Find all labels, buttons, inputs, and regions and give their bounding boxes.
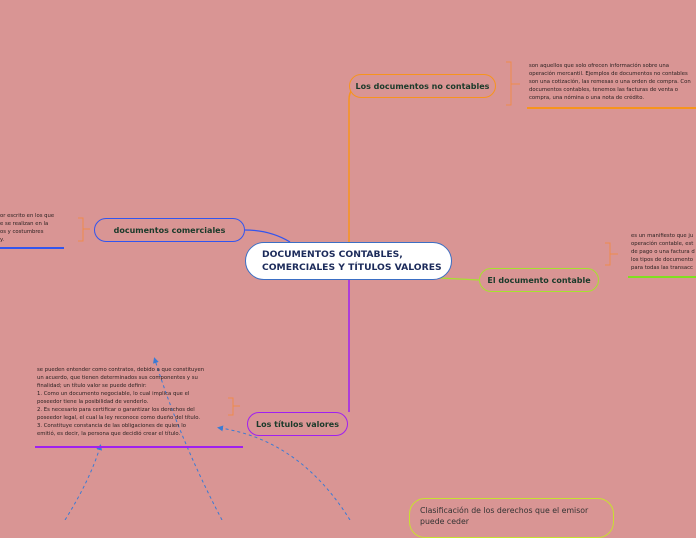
topic-no-contables[interactable]: Los documentos no contables xyxy=(349,74,496,98)
central-title-line2: COMERCIALES Y TÍTULOS VALORES xyxy=(262,262,442,273)
bracket-comerciales xyxy=(78,217,90,242)
topic-label: Los títulos valores xyxy=(256,419,339,429)
dashed-arrow-1 xyxy=(217,425,351,520)
link-no-contables xyxy=(348,85,363,242)
topic-clasificacion-derechos[interactable]: Clasificación de los derechos que el emi… xyxy=(409,498,614,538)
underline-titulos xyxy=(35,446,243,448)
topic-label: Clasificación de los derechos que el emi… xyxy=(420,506,589,526)
topic-titulos[interactable]: Los títulos valores xyxy=(247,412,348,436)
link-contable xyxy=(439,277,480,281)
note-titulos: se pueden entender como contratos, debid… xyxy=(37,367,205,437)
underline-no-contables xyxy=(527,107,696,109)
central-topic[interactable]: DOCUMENTOS CONTABLES, COMERCIALES Y TÍTUL… xyxy=(245,242,452,280)
topic-comerciales[interactable]: documentos comerciales xyxy=(94,218,245,242)
note-contable: es un manifiesto que ju operación contab… xyxy=(631,233,695,271)
bracket-contable xyxy=(605,242,618,266)
topic-label: El documento contable xyxy=(487,275,591,285)
note-comerciales: or escrito en los que e se realizan en l… xyxy=(0,213,55,243)
underline-comerciales xyxy=(0,247,64,249)
link-comerciales xyxy=(244,229,291,243)
note-no-contables: son aquellos que solo ofrecen informació… xyxy=(529,63,691,101)
topic-contable[interactable]: El documento contable xyxy=(479,268,599,292)
central-title-line1: DOCUMENTOS CONTABLES, xyxy=(262,249,403,260)
bracket-no-contables xyxy=(506,61,520,106)
topic-label: Los documentos no contables xyxy=(355,81,490,91)
bracket-titulos xyxy=(228,397,240,416)
underline-contable xyxy=(628,276,696,278)
topic-label: documentos comerciales xyxy=(113,225,226,235)
dashed-arrow-3 xyxy=(64,444,103,520)
